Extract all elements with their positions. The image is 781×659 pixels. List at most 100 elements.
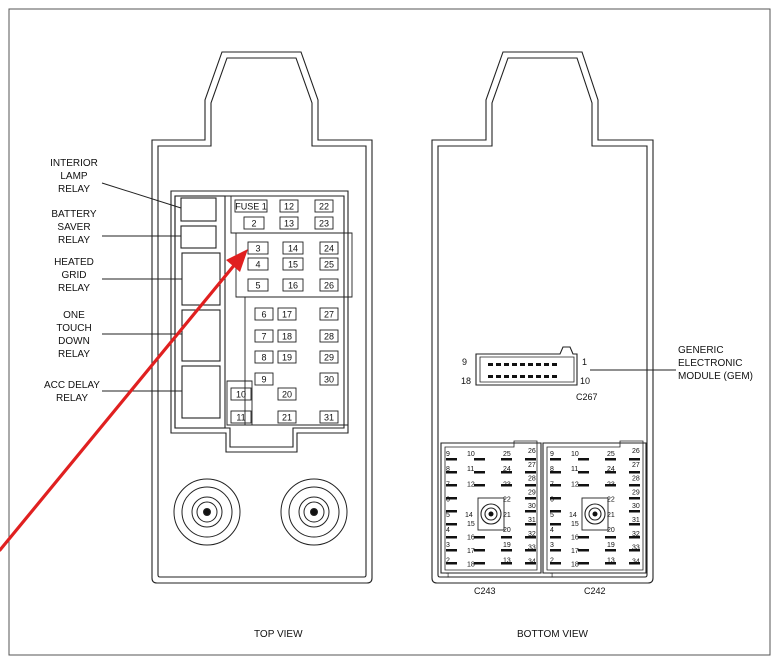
fuse-cell: 24 [319,241,339,255]
pin-number: 24 [503,466,511,473]
fuse-label: 23 [319,219,329,229]
c267-pin [520,363,525,366]
c267-pins [488,363,557,378]
connector-pin [525,562,536,565]
connector-pin [550,484,561,487]
connector-pin [501,536,512,539]
connector-pin [474,536,485,539]
fuse-cell: 29 [319,350,339,364]
fuse-cell: 31 [319,410,339,424]
connector-pin [629,497,640,500]
c267-pin [528,363,533,366]
connector-pin [446,458,457,461]
c267-pin [496,363,501,366]
connector-pin [605,458,616,461]
pin-number: 24 [607,466,615,473]
connector-pin [525,458,536,461]
connector-pin [446,536,457,539]
fuse-label: 5 [255,281,260,291]
relay-label-line: HEATED [54,257,94,268]
connector-pin [474,562,485,565]
relay-label-line: BATTERY [51,209,97,220]
relay-label-onetouch: ONE TOUCH DOWN RELAY [40,309,108,361]
pin-number: 15 [571,521,579,528]
bottom-view-caption: BOTTOM VIEW [517,629,588,640]
pin-number: 10 [571,451,579,458]
c267-pin [544,363,549,366]
connector-pin [550,458,561,461]
c267-pin [552,363,557,366]
pin-number: 25 [607,451,615,458]
pin-number: 26 [632,448,640,455]
relay-label-line: LAMP [60,171,88,182]
pin-number: 23 [607,481,615,488]
connector-pin [446,549,457,552]
connector-post-c243 [488,511,494,517]
connector-pin [578,536,589,539]
c242-label: C242 [584,586,606,596]
fuse-cell: 15 [282,257,304,271]
connector-pin [605,549,616,552]
fuse-label: 18 [282,332,292,342]
pin-number: 27 [528,462,536,469]
connector-pin [605,536,616,539]
fuse-cell: 28 [319,329,339,343]
connector-pin [501,562,512,565]
connector-pin [446,497,457,500]
pin-number: 3 [550,542,554,549]
connector-pin [629,536,640,539]
fuse-label: 22 [319,202,329,212]
c267-pin-18: 18 [461,376,471,386]
pin-number: 26 [528,448,536,455]
fuse-label: 28 [324,332,334,342]
gem-label-line: MODULE (GEM) [678,371,753,382]
connector-pin [578,549,589,552]
pin-number: 20 [503,527,511,534]
relay-box-interior [180,197,217,222]
pin-number: 4 [550,527,554,534]
fuse-cell: 14 [282,241,304,255]
connector-pin [525,497,536,500]
pin-number: 23 [503,481,511,488]
fuse-label: 9 [261,375,266,385]
fuse-label: 6 [261,310,266,320]
pin-number: 12 [571,481,579,488]
pin-number: 21 [503,512,511,519]
fuse-label: 30 [324,375,334,385]
c267-pin [536,375,541,378]
relay-label-line: RELAY [57,283,91,294]
connector-pin [629,523,640,526]
pin-number: 11 [571,466,578,473]
pin-number: 12 [467,481,475,488]
connector-pin [446,523,457,526]
fuse-cell: 4 [247,257,269,271]
pin-number: 10 [467,451,475,458]
pin-number: 11 [467,466,474,473]
pin-number: 27 [632,462,640,469]
connector-pin [550,562,561,565]
knob-right [280,478,348,546]
fuse-label: 26 [324,281,334,291]
c267-pin [504,375,509,378]
fuse-cell: 17 [277,307,297,321]
fuse-label: 20 [282,390,292,400]
gem-module-label: GENERIC ELECTRONIC MODULE (GEM) [678,344,753,383]
fuse-label: 10 [236,390,246,400]
fuse-cell: 21 [277,410,297,424]
c267-label: C267 [576,392,598,402]
fuse-label: 31 [324,413,334,423]
fuse-cell: 5 [247,278,269,292]
connector-pin [605,562,616,565]
pin-number: 31 [528,517,536,524]
connector-pin [525,549,536,552]
pin-number: 29 [632,489,640,496]
c267-pin [552,375,557,378]
pin-number: 2 [446,557,450,564]
top-view-caption: TOP VIEW [254,629,303,640]
fuse-label: 29 [324,353,334,363]
pin-number: 34 [528,558,536,565]
pin-number: 30 [632,503,640,510]
fuse-cell: 3 [247,241,269,255]
pin-number: 25 [503,451,511,458]
